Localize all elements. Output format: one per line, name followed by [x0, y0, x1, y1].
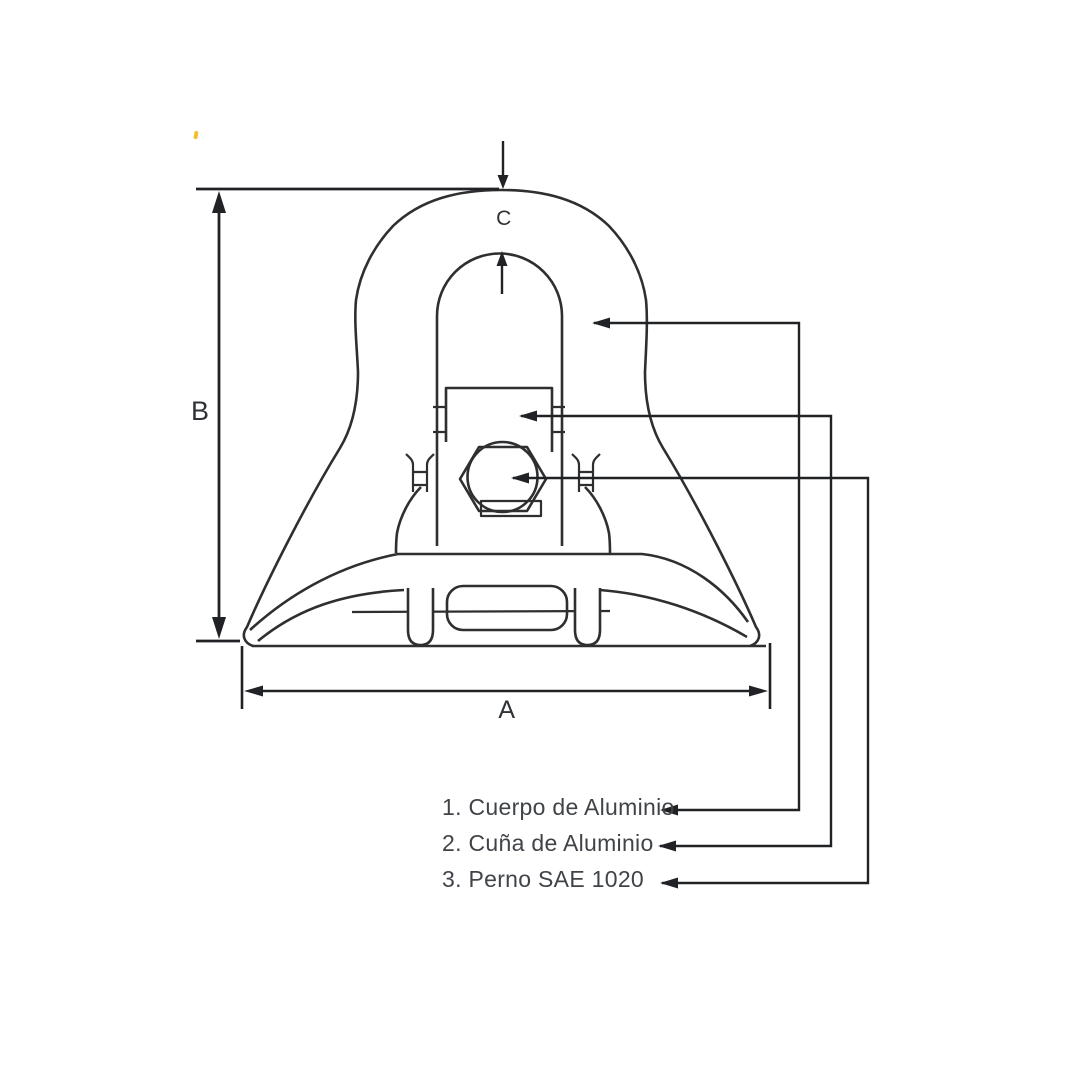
dimension-a-arrow-left	[244, 685, 263, 697]
parts-list-item-1: 1. Cuerpo de Aluminio	[442, 794, 675, 820]
leader-arrow-wedge-label	[658, 840, 676, 852]
leader-line-wedge	[521, 414, 833, 848]
boss-right-side	[584, 486, 612, 554]
right-pin-hook	[571, 453, 601, 492]
dimension-b-arrow-up	[212, 191, 226, 213]
dimension-a-group	[240, 643, 772, 709]
leader-line-bolt	[513, 476, 870, 885]
dimension-c-arrow-up-head	[496, 251, 508, 266]
left-pin-hook	[405, 453, 435, 492]
wedge-outline	[444, 386, 554, 452]
clevis-inner-opening	[435, 252, 564, 546]
skirt-lower-lip-left	[257, 588, 405, 643]
clamp-body-group	[242, 188, 766, 648]
wedge-ticks	[433, 405, 565, 434]
leader-arrow-bolt-tip	[511, 472, 529, 484]
stray-yellow-mark	[193, 130, 199, 140]
dimension-c-arrow-down-head	[497, 175, 509, 189]
right-drip-leg	[573, 588, 602, 647]
parts-list-item-3: 3. Perno SAE 1020	[442, 866, 645, 892]
leader-arrow-wedge-tip	[519, 410, 537, 422]
skirt-lower-lip-right	[599, 588, 748, 639]
skirt-midline	[351, 609, 611, 614]
dimension-c-label: C	[496, 207, 512, 230]
boss-left-side	[394, 486, 422, 554]
parts-list-item-2: 2. Cuña de Aluminio	[442, 830, 654, 856]
dimension-b-group	[196, 187, 499, 643]
leader-lines-group	[511, 317, 870, 889]
dimension-b-label: B	[191, 396, 210, 426]
skirt-upper-lip	[249, 552, 750, 631]
left-drip-leg	[406, 588, 435, 647]
dimension-a-label: A	[498, 696, 516, 724]
clamp-body-outline	[242, 188, 761, 648]
cable-window	[445, 584, 569, 632]
dimension-c-group	[496, 141, 509, 294]
bolt-washer-face	[479, 499, 543, 518]
leader-line-body	[594, 321, 801, 812]
leader-arrow-body-label	[660, 804, 678, 816]
dimension-b-arrow-down	[212, 617, 226, 639]
leader-arrow-bolt-label	[660, 877, 678, 889]
dimension-a-arrow-right	[749, 685, 768, 697]
leader-arrow-body-tip	[592, 317, 610, 329]
